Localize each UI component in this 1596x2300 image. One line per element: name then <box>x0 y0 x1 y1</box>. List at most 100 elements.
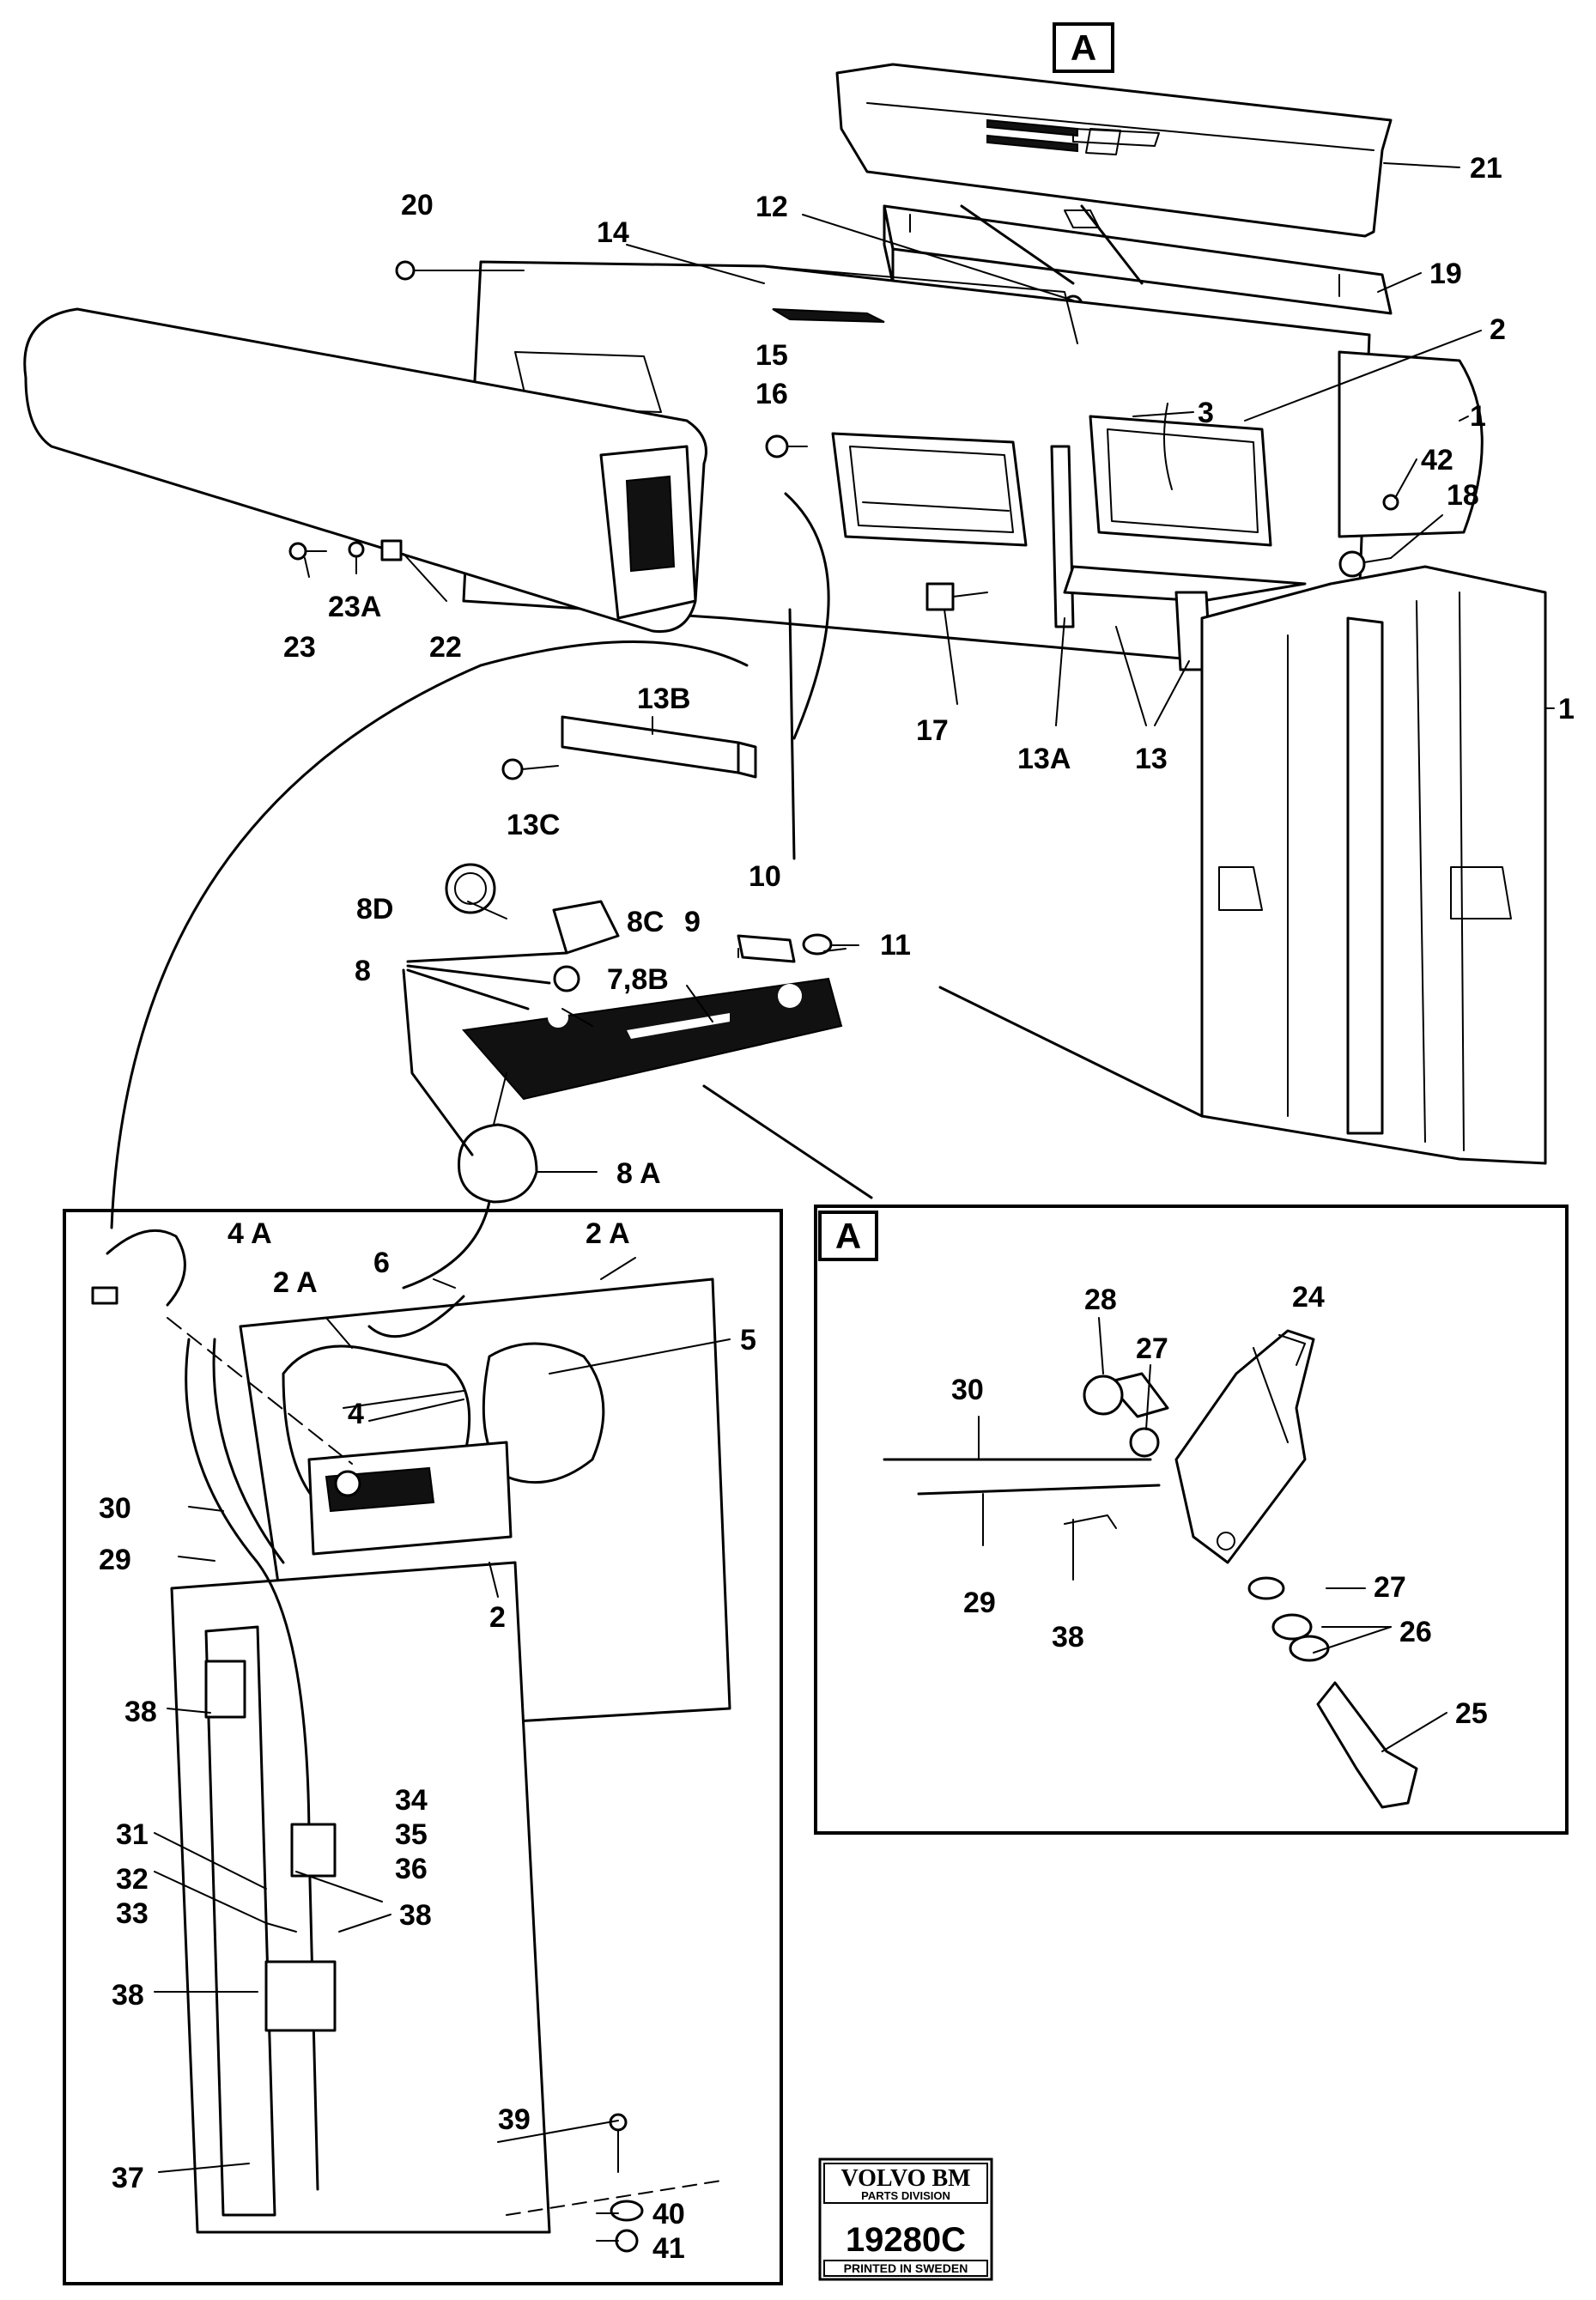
callout-37: 37 <box>112 2162 144 2194</box>
callout-12: 12 <box>756 191 788 223</box>
top-cover-panel <box>835 63 1393 238</box>
inset-frame-right <box>814 1205 1569 1835</box>
parts-division-stamp: VOLVO BM PARTS DIVISION 19280C PRINTED I… <box>818 2157 993 2281</box>
callout-2a-1: 2 A <box>586 1217 630 1250</box>
callout-27-top: 27 <box>1136 1332 1168 1365</box>
vent-frame-left <box>831 432 1028 547</box>
callout-22: 22 <box>429 631 462 664</box>
callout-5: 5 <box>740 1324 756 1356</box>
callout-8a: 8 A <box>616 1157 661 1190</box>
nut-8c-icon <box>553 965 580 992</box>
stamp-division: PARTS DIVISION <box>861 2189 950 2202</box>
callout-15: 15 <box>756 339 788 372</box>
callout-20: 20 <box>401 189 434 222</box>
inset-right-illustration <box>883 1329 1418 1809</box>
callout-14: 14 <box>597 216 629 249</box>
detail-tag-top: A <box>1053 22 1114 73</box>
callout-16: 16 <box>756 378 788 410</box>
callout-31: 31 <box>116 1818 149 1851</box>
callout-13b: 13B <box>637 683 690 715</box>
callout-39: 39 <box>498 2103 531 2136</box>
callout-38-d: 38 <box>1052 1621 1084 1654</box>
air-duct <box>23 307 707 634</box>
callout-2: 2 <box>1490 313 1506 346</box>
cab-side-wall <box>938 565 1547 1165</box>
callout-27-bottom: 27 <box>1374 1571 1406 1604</box>
callout-4: 4 <box>348 1398 364 1430</box>
callout-8d: 8D <box>356 893 393 925</box>
callout-13a: 13A <box>1017 743 1071 775</box>
stamp-drawing-number: 19280C <box>846 2221 966 2259</box>
callout-42: 42 <box>1421 444 1453 476</box>
callout-18: 18 <box>1447 479 1479 512</box>
assembly-arrow-curve-left <box>110 640 749 1229</box>
callout-6: 6 <box>373 1247 390 1279</box>
blower-housing <box>1163 350 1484 538</box>
callout-36: 36 <box>395 1853 428 1885</box>
switch-cap-10-icon <box>737 934 796 963</box>
control-plate-9 <box>462 977 843 1101</box>
callout-30-left: 30 <box>99 1492 131 1525</box>
callout-38-a: 38 <box>124 1696 157 1728</box>
callout-1: 1 <box>1470 400 1486 433</box>
callout-24: 24 <box>1292 1281 1325 1314</box>
callout-13: 13 <box>1135 743 1168 775</box>
callout-4a: 4 A <box>228 1217 272 1250</box>
callout-21: 21 <box>1470 152 1502 185</box>
callout-33: 33 <box>116 1897 149 1930</box>
callout-35: 35 <box>395 1818 428 1851</box>
screw-13c-icon <box>501 758 559 780</box>
callout-7-8b: 7,8B <box>607 963 669 996</box>
callout-8c: 8C <box>627 906 664 938</box>
stamp-brand: VOLVO BM <box>840 2165 970 2192</box>
callout-26: 26 <box>1399 1616 1432 1648</box>
callout-8: 8 <box>355 955 371 987</box>
callout-29-left: 29 <box>99 1544 131 1576</box>
inset-frame-left <box>63 1209 783 2285</box>
callout-2a-2: 2 A <box>273 1266 318 1299</box>
screw-42-icon <box>1382 494 1399 511</box>
callout-25: 25 <box>1455 1697 1488 1730</box>
callout-30-right: 30 <box>951 1374 984 1406</box>
callout-10: 10 <box>749 860 781 893</box>
wire-harness-6 <box>167 1295 465 1465</box>
inset-left-illustration <box>170 1277 731 2253</box>
screw-20-icon <box>395 260 434 281</box>
callout-labels: 21 19 2 3 1 42 18 1 12 14 20 15 16 23 23… <box>99 152 1575 2265</box>
callout-1b: 1 <box>1558 693 1575 725</box>
inset-pointer-arrow <box>702 1084 873 1199</box>
switch-8a-icon <box>402 1072 538 1290</box>
screw-23-icon <box>288 539 403 561</box>
callout-19: 19 <box>1429 258 1462 290</box>
callout-3: 3 <box>1198 397 1214 429</box>
svg-text:A: A <box>835 1216 861 1256</box>
callout-11: 11 <box>880 929 911 962</box>
callout-13c: 13C <box>507 809 560 841</box>
screw-17-icon <box>925 582 988 611</box>
screw-18-icon <box>1338 550 1392 578</box>
detail-tag-inset: A <box>818 1211 878 1261</box>
callout-23a: 23A <box>328 591 381 623</box>
assembly-arrow-curve-mid <box>784 492 830 740</box>
callout-34: 34 <box>395 1784 428 1817</box>
svg-text:A: A <box>1071 27 1096 68</box>
cable-clip-4a-icon <box>91 1229 186 1307</box>
callout-32: 32 <box>116 1863 149 1896</box>
callout-41: 41 <box>652 2232 685 2265</box>
callout-23: 23 <box>283 631 316 664</box>
button-11-icon <box>802 933 833 956</box>
control-knob-8-icon <box>552 900 620 955</box>
callout-28: 28 <box>1084 1284 1117 1316</box>
callout-38-c: 38 <box>112 1979 144 2012</box>
retainer-bar <box>561 715 757 779</box>
assembly-arrow-vertical <box>788 608 796 860</box>
callout-38-b: 38 <box>399 1899 432 1932</box>
callout-9: 9 <box>684 906 701 938</box>
damper-flap <box>1063 565 1307 671</box>
control-knob-8d-icon <box>445 863 496 914</box>
callout-40: 40 <box>652 2198 685 2230</box>
stamp-printed: PRINTED IN SWEDEN <box>844 2261 968 2275</box>
callout-29-right: 29 <box>963 1587 996 1619</box>
callout-17: 17 <box>916 714 949 747</box>
